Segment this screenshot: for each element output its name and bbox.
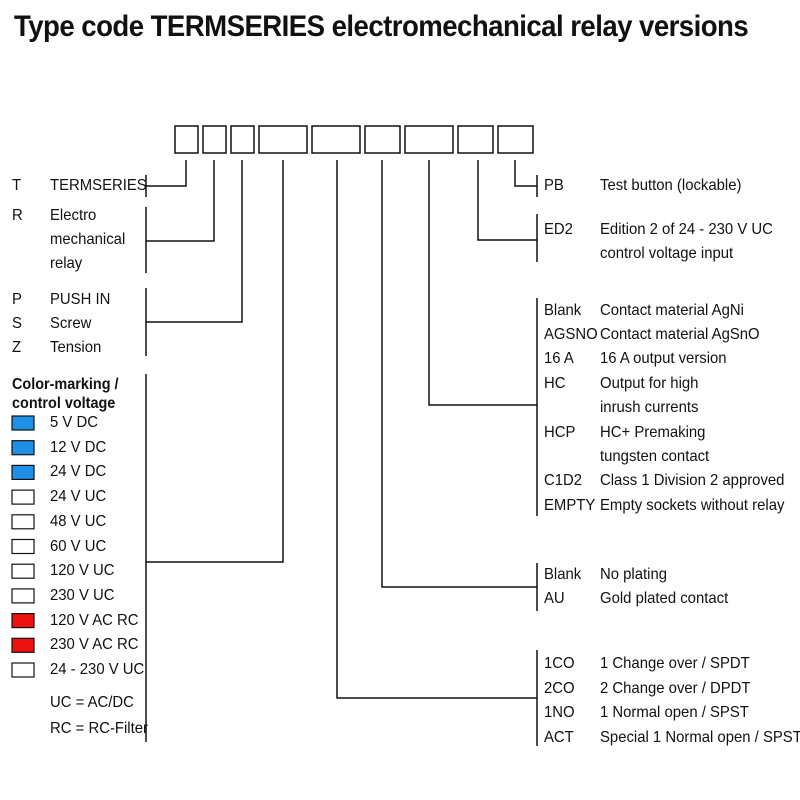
option-label-hc-line-2: inrush currents	[600, 399, 699, 416]
edition-code: ED2	[544, 221, 573, 238]
voltage-color-swatch	[11, 415, 35, 431]
contact-code-1co: 1CO	[544, 655, 575, 672]
connection-label-screw: Screw	[50, 315, 92, 332]
relay-label-line-1: Electro	[50, 207, 97, 224]
option-label-hc-line-1: Output for high	[600, 375, 699, 392]
edition-label-line-2: control voltage input	[600, 245, 734, 262]
option-label-hcp-line-2: tungsten contact	[600, 448, 710, 465]
series-label: TERMSERIES	[50, 177, 147, 194]
voltage-label: 120 V UC	[50, 562, 115, 580]
voltage-color-swatch	[11, 464, 35, 480]
code-box-series	[174, 125, 199, 154]
voltage-color-swatch	[11, 662, 35, 678]
connection-label-tension: Tension	[50, 339, 102, 356]
series-code: T	[12, 177, 22, 194]
contact-code-2co: 2CO	[544, 680, 575, 697]
option-label-hcp-line-1: HC+ Premaking	[600, 424, 706, 441]
voltage-label: 230 V UC	[50, 586, 115, 604]
plating-code-au: AU	[544, 590, 565, 607]
connector-edition	[477, 160, 537, 241]
contact-label-1co: 1 Change over / SPDT	[600, 655, 750, 672]
voltage-color-swatch	[11, 563, 35, 579]
option-code-blank: Blank	[544, 302, 582, 319]
voltage-color-swatch	[11, 440, 35, 456]
code-box-plating	[364, 125, 401, 154]
voltage-label: 24 V DC	[50, 463, 107, 481]
code-box-options	[404, 125, 454, 154]
plating-label-none: No plating	[600, 566, 668, 583]
contact-label-2co: 2 Change over / DPDT	[600, 680, 751, 697]
contact-label-1no: 1 Normal open / SPST	[600, 704, 749, 721]
plating-code-blank: Blank	[544, 566, 582, 583]
option-code-c1d2: C1D2	[544, 472, 583, 489]
option-code-agsno: AGSNO	[544, 326, 598, 343]
voltage-color-swatch	[11, 489, 35, 505]
voltage-label: 24 V UC	[50, 488, 107, 506]
page-title: Type code TERMSERIES electromechanical r…	[14, 10, 749, 43]
voltage-color-swatch	[11, 538, 35, 555]
contact-label-act: Special 1 Normal open / SPST	[600, 729, 800, 746]
connection-code-s: S	[12, 315, 22, 332]
voltage-color-swatch	[11, 514, 35, 530]
option-label-16a: 16 A output version	[600, 350, 727, 367]
code-box-relay	[202, 125, 227, 154]
connection-code-p: P	[12, 291, 22, 308]
connection-label-push-in: PUSH IN	[50, 291, 111, 308]
test-button-code: PB	[544, 177, 564, 194]
code-box-contacts	[311, 125, 361, 154]
voltage-label: 120 V AC RC	[50, 611, 139, 629]
test-button-label: Test button (lockable)	[600, 177, 742, 194]
option-code-empty: EMPTY	[544, 497, 596, 514]
connector-contacts	[336, 160, 537, 699]
connector-options	[428, 160, 537, 406]
option-code-hc: HC	[544, 375, 566, 392]
plating-label-gold: Gold plated contact	[600, 590, 729, 607]
voltage-color-swatch	[11, 588, 35, 604]
voltage-heading-line-1: Color-marking /	[12, 376, 119, 393]
connector-series	[146, 160, 187, 187]
voltage-heading-line-2: control voltage	[12, 395, 116, 412]
option-label-agni: Contact material AgNi	[600, 302, 744, 319]
relay-label-line-3: relay	[50, 255, 83, 272]
note-rc: RC = RC-Filter	[50, 720, 148, 737]
relay-code: R	[12, 207, 23, 224]
code-box-edition	[457, 125, 494, 154]
voltage-label: 12 V DC	[50, 438, 107, 456]
option-code-hcp: HCP	[544, 424, 576, 441]
connection-code-z: Z	[12, 339, 22, 356]
voltage-label: 24 - 230 V UC	[50, 661, 145, 678]
voltage-label: 230 V AC RC	[50, 636, 139, 654]
voltage-color-swatch	[11, 637, 35, 653]
note-uc: UC = AC/DC	[50, 694, 134, 711]
voltage-label: 60 V UC	[50, 537, 107, 555]
option-label-empty: Empty sockets without relay	[600, 497, 785, 514]
connector-connection	[146, 160, 243, 323]
voltage-color-swatch	[11, 612, 35, 629]
contact-code-act: ACT	[544, 729, 574, 746]
option-code-16a: 16 A	[544, 350, 574, 367]
relay-label-line-2: mechanical	[50, 231, 126, 248]
edition-label-line-1: Edition 2 of 24 - 230 V UC	[600, 221, 773, 238]
connector-plating	[381, 160, 537, 588]
connector-test-button	[514, 160, 537, 187]
voltage-label: 48 V UC	[50, 512, 107, 530]
option-label-agsno: Contact material AgSnO	[600, 326, 760, 343]
code-box-connection	[230, 125, 255, 154]
contact-code-1no: 1NO	[544, 704, 575, 721]
connector-relay	[146, 160, 215, 242]
code-box-test-button	[497, 125, 534, 154]
option-label-c1d2: Class 1 Division 2 approved	[600, 472, 785, 489]
connector-voltage	[146, 160, 284, 563]
code-box-voltage	[258, 125, 308, 154]
voltage-label: 5 V DC	[50, 414, 98, 431]
